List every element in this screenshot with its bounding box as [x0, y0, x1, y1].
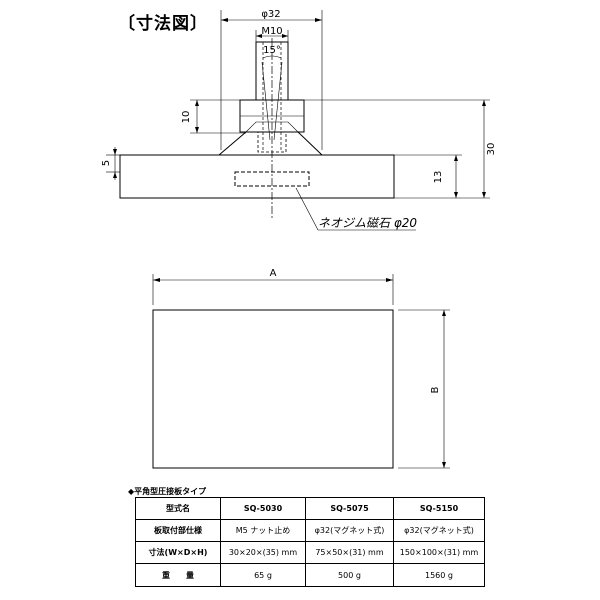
table-cell: 30×20×(35) mm [220, 541, 306, 564]
dim-m10: M10 [261, 26, 282, 37]
table-cell: 500 g [305, 563, 394, 587]
magnet-callout: ネオジム磁石 φ20 [318, 216, 417, 230]
dim-a: A [270, 268, 277, 279]
dim-phi32: φ32 [261, 9, 280, 20]
table-row: 寸法(W×D×H) 30×20×(35) mm 75×50×(31) mm 15… [135, 541, 485, 564]
table-cell: φ32(マグネット式) [305, 519, 394, 542]
table-row: 重 量 65 g 500 g 1560 g [135, 563, 485, 587]
side-plate [119, 154, 395, 199]
table-row: 板取付部仕様 M5 ナット止め φ32(マグネット式) φ32(マグネット式) [135, 519, 485, 542]
table-header-row: 型式名 SQ-5030 SQ-5075 SQ-5150 [135, 497, 485, 520]
cone-base [218, 131, 323, 156]
table-cell: 150×100×(31) mm [393, 541, 485, 564]
dim-10: 10 [181, 111, 192, 124]
spec-table: 型式名 SQ-5030 SQ-5075 SQ-5150 板取付部仕様 M5 ナッ… [135, 497, 485, 587]
row-label-weight: 重 量 [135, 563, 221, 587]
page-title: 〔寸法図〕 [118, 14, 208, 34]
dim-13: 13 [433, 171, 444, 184]
dim-b: B [430, 386, 441, 393]
table-cell: φ32(マグネット式) [393, 519, 485, 542]
dim-30: 30 [486, 143, 497, 156]
table-caption: ◆平角型圧接板タイプ [128, 487, 207, 496]
header-sq5150: SQ-5150 [393, 497, 485, 520]
row-label-mount: 板取付部仕様 [135, 519, 221, 542]
dim-5: 5 [101, 160, 112, 166]
table-cell: 75×50×(31) mm [305, 541, 394, 564]
dim-angle: 15° [263, 45, 281, 56]
header-sq5030: SQ-5030 [220, 497, 306, 520]
row-label-dimensions: 寸法(W×D×H) [135, 541, 221, 564]
table-cell: 65 g [220, 563, 306, 587]
table-cell: 1560 g [393, 563, 485, 587]
header-sq5075: SQ-5075 [305, 497, 394, 520]
plan-plate [152, 309, 394, 469]
header-model: 型式名 [135, 497, 221, 520]
table-cell: M5 ナット止め [220, 519, 306, 542]
